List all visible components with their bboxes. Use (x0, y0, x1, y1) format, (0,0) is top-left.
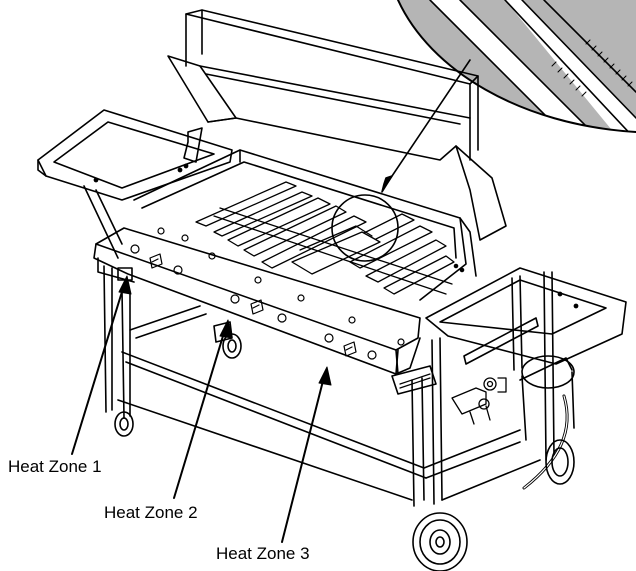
zone-3-arrow (281, 372, 326, 543)
inset-pointer-arrow (387, 59, 471, 183)
grill-lid (167, 9, 507, 241)
left-side-table (37, 109, 233, 259)
firebox (133, 149, 477, 301)
zone-1-arrow (71, 281, 126, 455)
control-knobs (130, 227, 405, 360)
heat-zone-2-label: Heat Zone 2 (104, 503, 198, 522)
gas-valve (451, 377, 507, 425)
inset-ruler-ticks (551, 39, 633, 97)
small-rear-wheel (545, 439, 575, 485)
right-side-table (425, 267, 627, 365)
zone-2-arrow (173, 325, 227, 499)
cart-frame (103, 265, 575, 507)
magnify-target-circle (331, 194, 399, 262)
heat-zone-1-label: Heat Zone 1 (8, 457, 102, 476)
large-wheel (412, 512, 468, 571)
control-panel (93, 227, 437, 395)
magnified-inset (381, 0, 636, 193)
caster-left-rear (114, 411, 134, 437)
burner-bars (195, 181, 455, 295)
callout-arrows (71, 275, 332, 543)
heat-zone-3-label: Heat Zone 3 (216, 544, 310, 563)
